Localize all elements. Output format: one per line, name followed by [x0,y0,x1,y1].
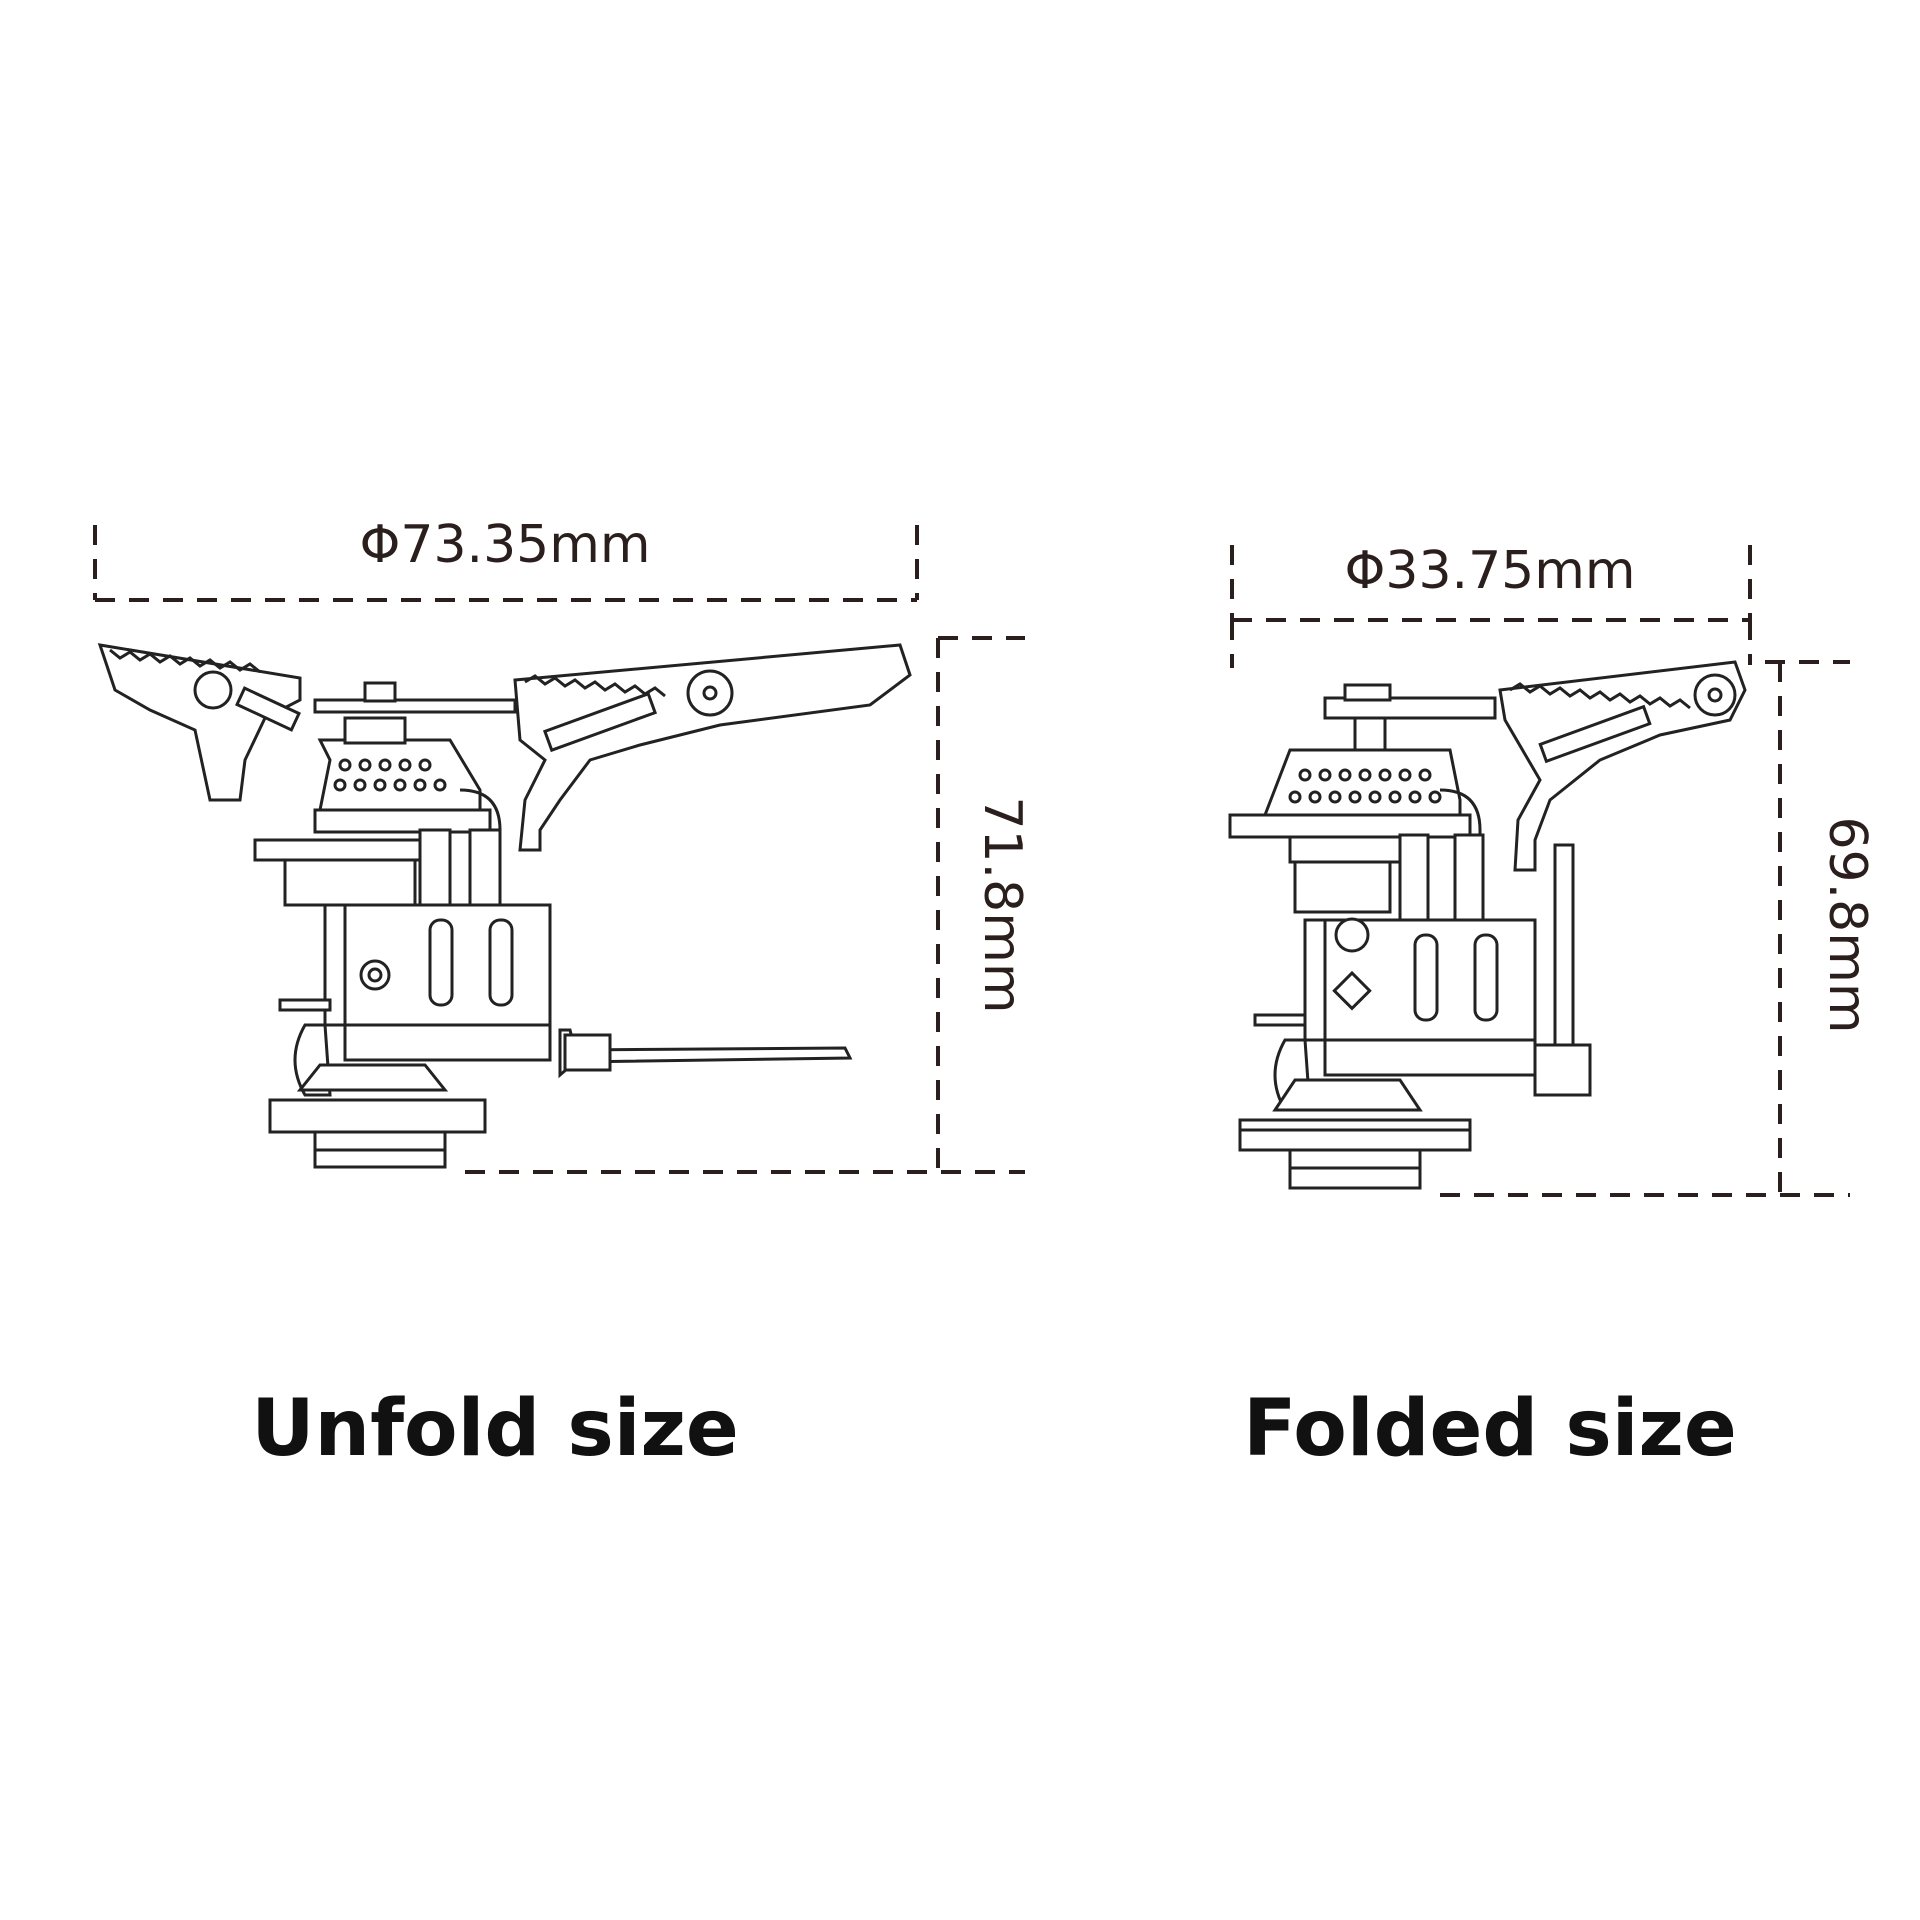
unfolded-width-dimension: Φ73.35mm [93,515,919,602]
folded-height-dimension: 69.8mm [1440,660,1877,1197]
unfolded-diameter-label: Φ73.35mm [359,515,650,575]
unfolded-stove-drawing [97,643,912,1169]
unfolded-height-label: 71.8mm [972,796,1032,1013]
unfolded-caption: Unfold size [251,1384,739,1474]
folded-width-dimension: Φ33.75mm [1230,541,1752,668]
unfolded-stove-panel: Φ73.35mm 71.8mm [93,515,1032,1474]
unfolded-height-dimension: 71.8mm [465,636,1032,1174]
folded-caption: Folded size [1243,1384,1737,1474]
folded-height-label: 69.8mm [1817,816,1877,1033]
folded-diameter-label: Φ33.75mm [1344,541,1635,601]
folded-stove-panel: Φ33.75mm 69.8mm [1228,541,1877,1474]
folded-stove-drawing [1228,660,1747,1190]
